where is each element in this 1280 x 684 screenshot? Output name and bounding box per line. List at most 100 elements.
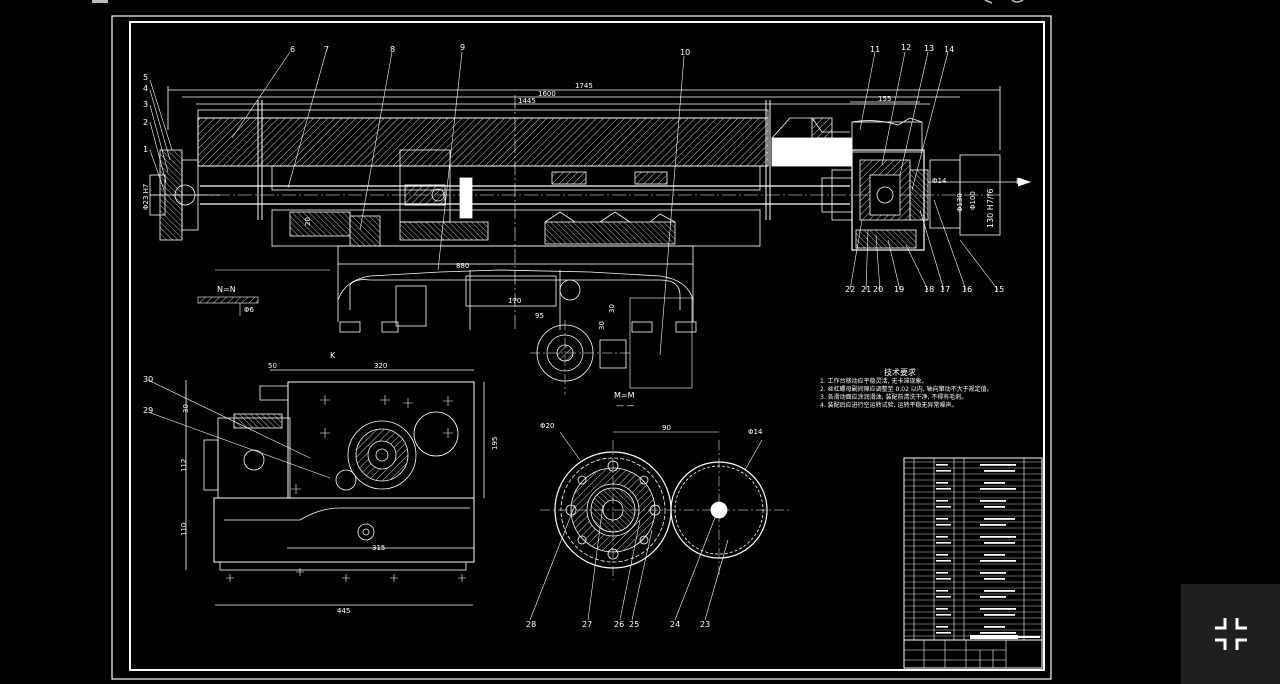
dim-phi23: Φ23 H7	[142, 184, 150, 210]
bom-row-text	[936, 488, 951, 490]
dim-90: 90	[662, 424, 671, 432]
bom-row-text	[984, 614, 1015, 616]
bom-row-text	[936, 578, 951, 580]
dim-1745: 1745	[575, 82, 593, 90]
bom-row-text	[936, 572, 948, 574]
dim-155: 155	[878, 95, 891, 103]
callout-7: 7	[324, 45, 329, 54]
bom-row-text	[984, 626, 1005, 628]
callout-29: 29	[143, 406, 153, 415]
bom-row-text	[980, 500, 1006, 502]
bom-row-text	[980, 536, 1016, 538]
bom-row-text	[980, 596, 1006, 598]
bom-row-text	[936, 608, 948, 610]
callout-25: 25	[629, 620, 639, 629]
view-k-arrow-label: K	[1016, 177, 1022, 186]
dim-130-fit: 130 H7/f6	[986, 188, 995, 228]
dim-phi6: Φ6	[244, 306, 255, 314]
tech-requirement-item: 4. 装配后应进行空运转试验, 运转平稳无异常噪声。	[820, 401, 957, 409]
gear-view	[529, 431, 790, 621]
callout-28: 28	[526, 620, 536, 629]
sheet-border	[111, 15, 1052, 680]
bom-row-text	[936, 554, 948, 556]
bom-row-text	[936, 482, 948, 484]
bom-row-text	[984, 470, 1015, 472]
callout-24: 24	[670, 620, 680, 629]
dim-880: 880	[456, 262, 469, 270]
callout-leaders-top	[149, 51, 999, 356]
callout-2: 2	[143, 118, 148, 127]
dim-95: 95	[535, 312, 544, 320]
bom-row-text	[936, 590, 948, 592]
section-n-n: N=N Φ6	[197, 269, 330, 316]
bom-row-text	[936, 542, 951, 544]
bom-row-text	[936, 614, 951, 616]
main-dimensions: 1745 1600 1445 155 20 880 170 95 30 30 Φ…	[142, 82, 1022, 330]
bom-row-text	[980, 488, 1016, 490]
section-m-label: M=M	[614, 391, 635, 400]
callout-27: 27	[582, 620, 592, 629]
tech-requirement-item: 3. 各滑动面应涂润滑油, 装配前清洗干净, 不得有毛刺。	[820, 393, 967, 401]
dim-445: 445	[337, 607, 350, 615]
dim-phi14: Φ14	[748, 428, 763, 436]
callout-30: 30	[143, 375, 153, 384]
dim-30-k: 30	[182, 404, 190, 413]
callout-12: 12	[901, 43, 911, 52]
section-n-label: N=N	[217, 285, 236, 294]
bom-row-text	[980, 464, 1016, 466]
callout-5: 5	[143, 73, 148, 82]
bom-row-text	[936, 626, 948, 628]
callout-17: 17	[940, 285, 950, 294]
dim-50: 50	[268, 362, 277, 370]
gear-view-text: Φ20 90 Φ14 28 27 26 25 24 23	[526, 422, 763, 629]
callout-14: 14	[944, 45, 954, 54]
bom-row-text	[936, 518, 948, 520]
dim-1445: 1445	[518, 97, 536, 105]
bom-row-text	[936, 560, 951, 562]
view-k-label: K	[330, 351, 336, 360]
tech-requirements-title: 技术要求	[884, 367, 916, 377]
bom-row-text	[980, 560, 1016, 562]
callout-4: 4	[143, 84, 148, 93]
dim-phi14-top: Φ14	[932, 177, 947, 185]
k-view-text: K 50 320 195 112 30 110 315 445 30 29	[143, 351, 499, 615]
bom-row-text	[984, 578, 1005, 580]
callout-15: 15	[994, 285, 1004, 294]
callout-8: 8	[390, 45, 395, 54]
exit-fullscreen-button[interactable]	[1181, 584, 1280, 684]
bom-row-text	[984, 482, 1005, 484]
dim-170: 170	[508, 297, 521, 305]
bom-row-text	[980, 524, 1006, 526]
dim-phi20: Φ20	[540, 422, 554, 430]
bom-row-text	[980, 608, 1016, 610]
bom-row-text	[936, 524, 951, 526]
bom-row-text	[984, 590, 1015, 592]
dim-195: 195	[491, 437, 499, 450]
exit-fullscreen-icon	[1214, 618, 1247, 650]
tech-requirement-item: 2. 丝杠螺母副间隙应调整至 0.02 以内, 轴向窜动不大于规定值。	[820, 385, 993, 393]
bom-row-text	[980, 632, 1016, 634]
bom-row-text	[936, 536, 948, 538]
bom-row-text	[936, 470, 951, 472]
callouts-top: 5 4 3 2 1 6 7 8 9 10 11 12 13 14 22 21 2…	[143, 43, 1004, 294]
bom-row-text	[936, 464, 948, 466]
callout-11: 11	[870, 45, 880, 54]
callout-26: 26	[614, 620, 624, 629]
bom-row-text	[984, 542, 1015, 544]
bom-row-text	[984, 518, 1015, 520]
dim-20: 20	[304, 217, 312, 226]
bom-row-text	[936, 596, 951, 598]
bom-row-text	[980, 572, 1006, 574]
title-block	[903, 457, 1043, 669]
dim-112: 112	[180, 459, 188, 472]
callout-22: 22	[845, 285, 855, 294]
dim-30: 30	[608, 304, 616, 313]
bom-row-text	[936, 632, 951, 634]
dim-320: 320	[374, 362, 387, 370]
main-assembly-view	[149, 86, 1032, 333]
bill-of-materials	[904, 461, 1042, 637]
callout-16: 16	[962, 285, 972, 294]
callout-18: 18	[924, 285, 934, 294]
callout-10: 10	[680, 48, 690, 57]
